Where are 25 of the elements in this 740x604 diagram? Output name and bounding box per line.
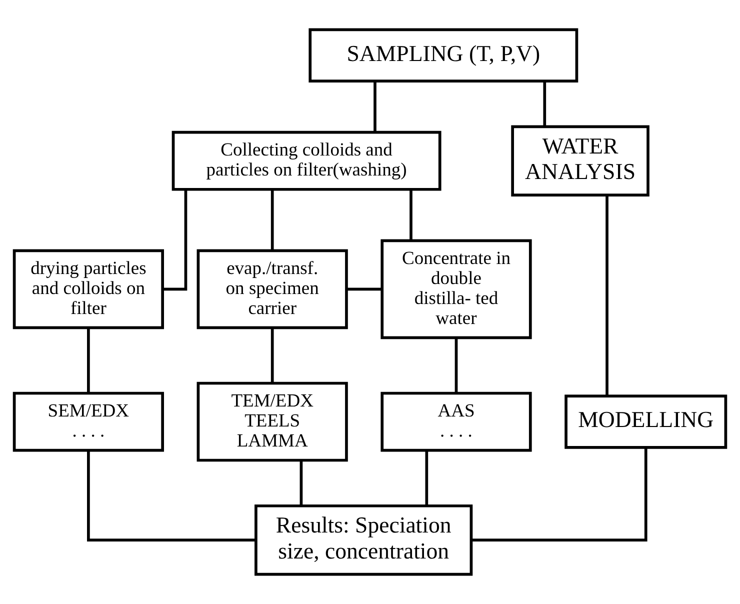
connector bbox=[410, 190, 412, 241]
connector bbox=[454, 338, 458, 394]
node-box: TEM/EDX TEELS LAMMA bbox=[196, 382, 348, 462]
node-box: AAS . . . . bbox=[380, 392, 532, 452]
connector bbox=[162, 190, 188, 291]
node-box: Concentrate in double distilla- ted water bbox=[380, 239, 532, 340]
node-box: Collecting colloids and particles on filter(washing) bbox=[172, 130, 442, 191]
node-box: MODELLING bbox=[564, 394, 728, 449]
connector bbox=[543, 81, 546, 126]
connector bbox=[472, 447, 648, 542]
node-box: drying particles and colloids on filter bbox=[12, 249, 164, 330]
node-box: SEM/EDX . . . . bbox=[12, 392, 164, 452]
connector bbox=[270, 190, 274, 250]
connector bbox=[87, 450, 256, 542]
connector bbox=[270, 328, 274, 383]
connector bbox=[346, 288, 382, 291]
connector bbox=[300, 460, 303, 506]
connector bbox=[374, 81, 376, 132]
connector bbox=[606, 196, 608, 396]
connector bbox=[425, 450, 428, 506]
node-box: evap./transf. on specimen carrier bbox=[196, 249, 348, 330]
node-box: SAMPLING (T, P,V) bbox=[308, 28, 578, 82]
node-box: WATER ANALYSIS bbox=[511, 125, 650, 196]
connector bbox=[87, 328, 90, 394]
node-box: Results: Speciation size, concentration bbox=[254, 504, 473, 576]
